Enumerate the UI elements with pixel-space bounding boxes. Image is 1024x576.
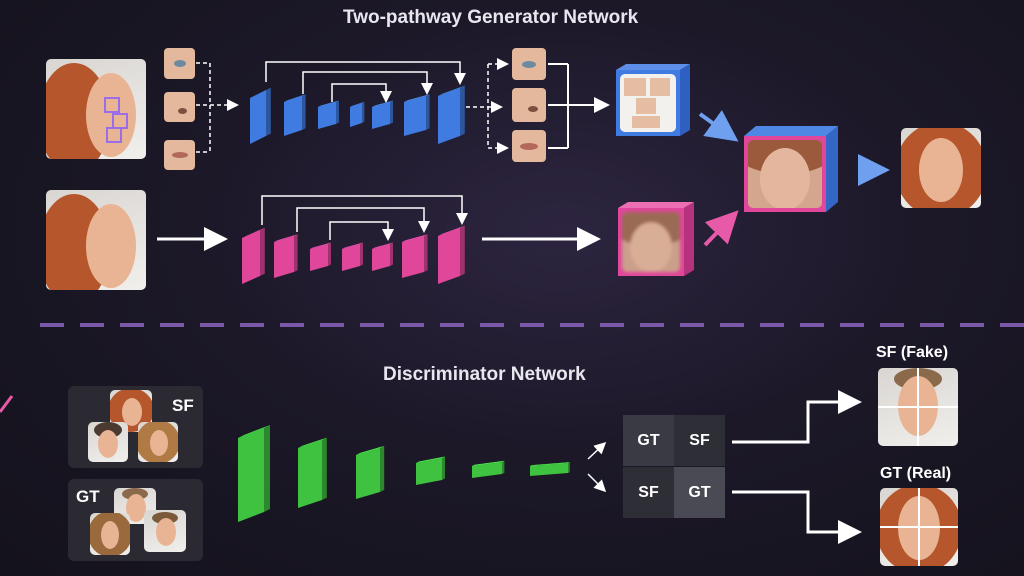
green-layer-2 (298, 437, 327, 508)
blue-layer-1 (250, 87, 271, 144)
output-frontal-face (901, 128, 981, 208)
arrow-to-real (732, 490, 862, 544)
crop-eye-in (164, 48, 195, 79)
pink-layer-4 (342, 242, 363, 271)
green-layer-6 (530, 462, 570, 476)
blue-layer-4 (350, 101, 365, 127)
blue-layer-6 (404, 94, 430, 136)
pink-layer-7 (438, 225, 465, 284)
blue-layer-2 (284, 94, 306, 136)
skip-connections-top (265, 61, 466, 103)
grid-cell-1: GT (623, 415, 674, 466)
blue-layer-3 (318, 100, 339, 129)
landmark-box-eye (104, 97, 120, 113)
gt-input-label: GT (76, 487, 100, 506)
sf-face-woman-2 (138, 422, 178, 462)
output-real-label: GT (Real) (880, 465, 952, 482)
pink-layer-5 (372, 242, 393, 271)
gt-face-man-2 (144, 510, 186, 552)
blurred-frontal-face (622, 212, 680, 272)
crop-eye-out (512, 48, 546, 80)
crop-mouth-in (164, 140, 195, 170)
generator-title: Two-pathway Generator Network (343, 7, 639, 28)
sf-input-label: SF (172, 396, 194, 415)
output-fake-label: SF (Fake) (876, 344, 949, 361)
arrow-to-fake (732, 390, 862, 444)
profile-face-landmarks (46, 59, 146, 159)
arrow-disc-down (587, 473, 607, 493)
arrow-pink-to-fused (703, 210, 739, 247)
edge-accent (0, 395, 14, 413)
crop-mouth-out (512, 130, 546, 162)
arrow-disc-up (587, 441, 607, 460)
gt-face-woman (90, 513, 130, 555)
discriminator-title: Discriminator Network (383, 364, 586, 385)
pink-layer-2 (274, 234, 298, 278)
blue-layer-5 (372, 100, 393, 129)
grid-cell-4: GT (674, 467, 725, 518)
green-layer-4 (416, 456, 445, 485)
pink-layer-1 (242, 227, 265, 284)
crop-nose-out (512, 88, 546, 122)
green-network (238, 425, 570, 522)
sf-face-man (88, 422, 128, 462)
arrow-blue-to-fused (698, 110, 739, 142)
green-layer-3 (356, 445, 385, 499)
blue-layer-7 (438, 85, 465, 144)
real-output-face (880, 488, 958, 566)
patch-composite-face (620, 74, 676, 132)
pink-layer-3 (310, 242, 331, 271)
crop-nose-in (164, 92, 195, 122)
green-layer-5 (472, 460, 505, 478)
blue-network (250, 85, 465, 144)
green-layer-1 (238, 425, 270, 522)
crop-bracket-right (466, 58, 509, 154)
grid-cell-3: SF (623, 467, 674, 518)
grid-cell-2: SF (674, 415, 725, 466)
skip-connections-bottom (261, 195, 468, 241)
crop-merge-lines (548, 63, 610, 149)
pink-layer-6 (402, 234, 428, 278)
fused-face (748, 140, 822, 208)
landmark-box-mouth (106, 127, 122, 143)
pink-network (242, 225, 465, 284)
fake-output-face (878, 368, 958, 446)
crop-bracket-left (196, 62, 239, 153)
profile-face (46, 190, 146, 290)
